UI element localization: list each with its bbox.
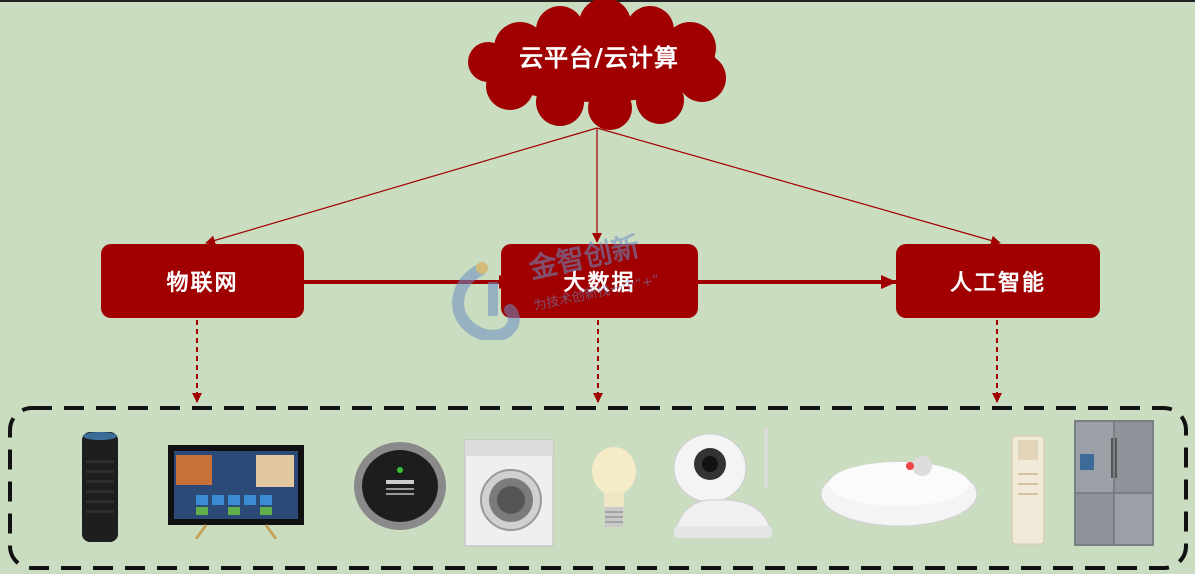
cloud-shape xyxy=(468,0,726,130)
smart-tv-icon xyxy=(168,445,304,540)
cloud-label: 云平台/云计算 xyxy=(519,43,679,72)
air-conditioner-icon xyxy=(1011,435,1045,545)
box-iot: 物联网 xyxy=(101,244,304,318)
robot-vacuum-icon xyxy=(820,456,978,527)
washing-machine-icon xyxy=(464,439,554,547)
watermark-logo-icon xyxy=(452,262,520,340)
arrow-cloud-ai xyxy=(596,127,1001,246)
devices-frame xyxy=(8,406,1188,570)
refrigerator-icon xyxy=(1074,420,1154,546)
box-bigdata: 大数据 xyxy=(501,244,698,318)
security-camera-icon xyxy=(673,428,772,538)
smart-bulb-icon xyxy=(592,447,636,527)
box-ai: 人工智能 xyxy=(896,244,1100,318)
watermark: 金智创新 为技术创新找一个“+” xyxy=(440,230,720,340)
smart-speaker-icon xyxy=(82,432,118,542)
smart-thermostat-icon xyxy=(354,442,446,530)
arrow-cloud-iot xyxy=(205,127,598,246)
